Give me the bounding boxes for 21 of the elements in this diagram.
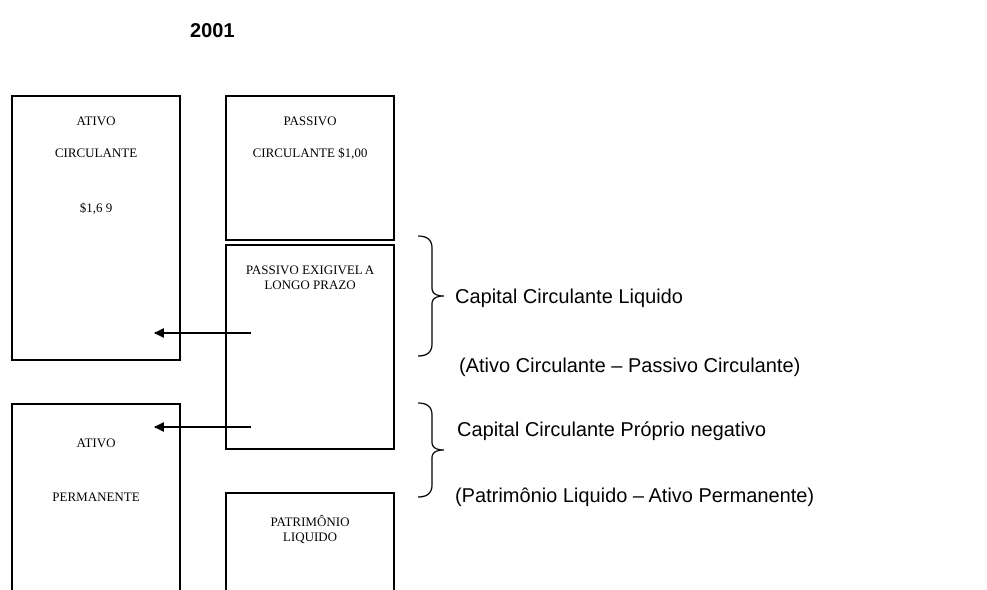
account-box — [225, 244, 395, 450]
account-label: PATRIMÔNIO LIQUIDO — [270, 514, 350, 544]
account-label: PERMANENTE — [52, 489, 140, 504]
arrow — [154, 328, 251, 338]
formula-note: (Patrimônio Liquido – Ativo Permanente) — [455, 484, 814, 508]
account-box — [225, 95, 395, 241]
account-label: PASSIVO — [284, 113, 336, 128]
account-label: CIRCULANTE $1,00 — [252, 145, 368, 160]
account-label: PASSIVO EXIGIVEL A LONGO PRAZO — [245, 262, 375, 292]
concept-label: Capital Circulante Liquido — [455, 285, 683, 309]
account-box — [11, 95, 181, 361]
account-box — [225, 492, 395, 590]
arrow — [154, 422, 251, 432]
account-label: $1,6 9 — [80, 200, 112, 215]
account-label: ATIVO — [76, 435, 116, 450]
account-box — [11, 403, 181, 590]
diagram-title: 2001 — [190, 20, 234, 43]
account-label: CIRCULANTE — [54, 145, 138, 160]
concept-label: Capital Circulante Próprio negativo — [457, 418, 766, 442]
account-label: ATIVO — [76, 113, 116, 128]
formula-note: (Ativo Circulante – Passivo Circulante) — [459, 354, 800, 378]
